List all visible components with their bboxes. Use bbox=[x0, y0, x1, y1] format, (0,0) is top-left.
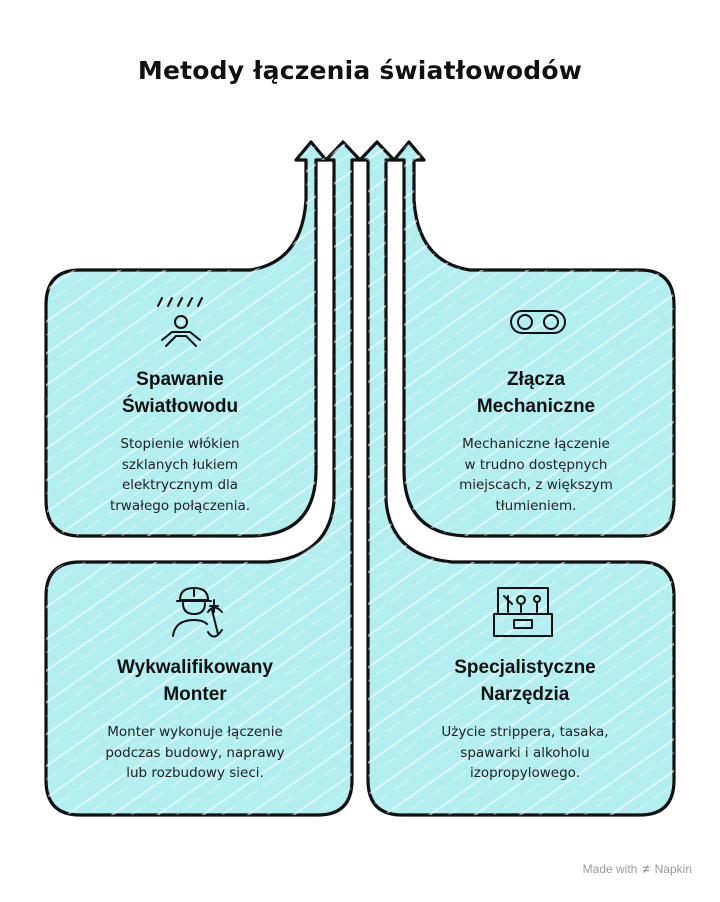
card-spawanie: Spawanie Światłowodu Stopienie włókien s… bbox=[80, 366, 280, 516]
card-title-line: Specjalistyczne bbox=[454, 657, 596, 678]
welder-icon bbox=[157, 297, 203, 347]
card-title-line: Spawanie bbox=[136, 369, 224, 390]
description-line: izopropylowego. bbox=[470, 765, 580, 781]
footer-credit[interactable]: Made with ≠ Napkin bbox=[583, 862, 692, 876]
description-line: szklanych łukiem bbox=[121, 456, 239, 473]
description-line: spawarki i alkoholu bbox=[460, 744, 590, 761]
description-line: Mechaniczne łączenie bbox=[462, 436, 610, 452]
card-title: Złącza Mechaniczne bbox=[426, 366, 646, 420]
card-top-right-shape bbox=[392, 140, 676, 538]
description-line: elektrycznym dla bbox=[121, 477, 239, 493]
card-monter: Wykwalifikowany Monter Monter wykonuje ł… bbox=[64, 654, 326, 784]
card-description: Mechaniczne łączenie w trudno dostępnych… bbox=[426, 434, 646, 516]
card-description: Użycie strippera, tasaka, spawarki i alk… bbox=[394, 722, 656, 784]
card-title: Spawanie Światłowodu bbox=[80, 366, 280, 420]
card-title-line: Światłowodu bbox=[121, 396, 239, 417]
description-line: tłumieniem. bbox=[495, 497, 577, 514]
card-title: Specjalistyczne Narzędzia bbox=[394, 654, 656, 708]
card-narzedzia: Specjalistyczne Narzędzia Użycie strippe… bbox=[394, 654, 656, 784]
footer-brand: Napkin bbox=[654, 862, 692, 876]
cassette-connector-icon bbox=[510, 310, 566, 334]
page-title: Metody łączenia światłowodów bbox=[137, 56, 583, 85]
card-top-left-shape bbox=[44, 140, 328, 538]
card-title-line: Złącza bbox=[506, 369, 566, 390]
description-line: lub rozbudowy sieci. bbox=[126, 765, 264, 781]
card-title-line: Monter bbox=[163, 684, 227, 705]
description-line: Użycie strippera, tasaka, bbox=[441, 724, 609, 740]
description-line: trwałego połączenia. bbox=[109, 497, 251, 514]
card-title: Wykwalifikowany Monter bbox=[64, 654, 326, 708]
card-title-line: Wykwalifikowany bbox=[117, 657, 273, 678]
worker-with-wrench-icon bbox=[172, 587, 223, 638]
card-description: Monter wykonuje łączenie podczas budowy,… bbox=[64, 722, 326, 784]
card-zlacza: Złącza Mechaniczne Mechaniczne łączenie … bbox=[426, 366, 646, 516]
description-line: w trudno dostępnych bbox=[464, 456, 608, 473]
card-bottom-left-shape bbox=[44, 140, 362, 817]
card-description: Stopienie włókien szklanych łukiem elekt… bbox=[80, 434, 280, 516]
description-line: podczas budowy, naprawy bbox=[105, 744, 285, 761]
footer-made-with: Made with bbox=[582, 862, 638, 876]
card-title-line: Mechaniczne bbox=[476, 396, 596, 417]
description-line: miejscach, z większym bbox=[459, 477, 613, 493]
napkin-logo-icon: ≠ bbox=[642, 862, 650, 876]
description-line: Monter wykonuje łączenie bbox=[107, 724, 283, 740]
card-title-line: Narzędzia bbox=[480, 684, 570, 705]
toolbox-icon bbox=[493, 587, 553, 637]
description-line: Stopienie włókien bbox=[120, 436, 240, 452]
card-bottom-right-shape bbox=[358, 140, 676, 817]
